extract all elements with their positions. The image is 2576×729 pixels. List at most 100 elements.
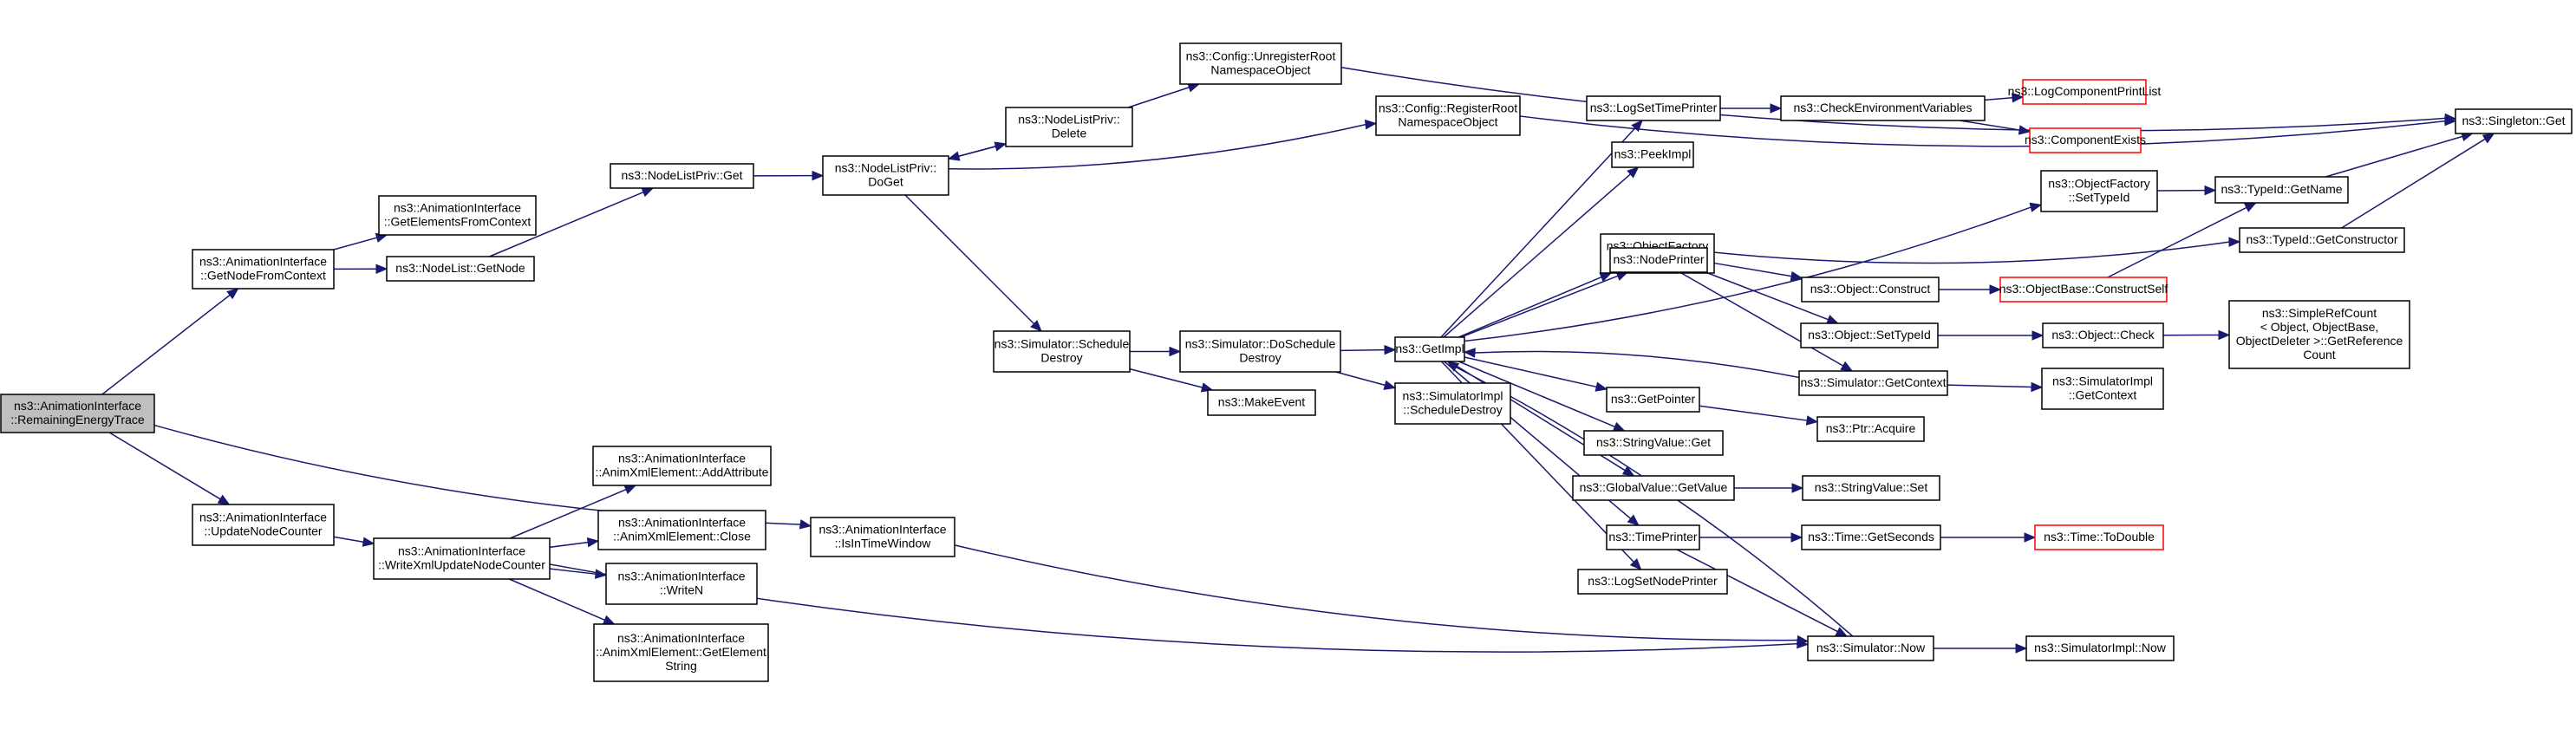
node-box <box>386 256 535 282</box>
arrowhead <box>362 537 375 547</box>
graph-edge <box>904 194 1035 325</box>
node-label: ns3::Object::Check <box>2051 328 2155 342</box>
node-box <box>605 563 758 605</box>
graph-node[interactable]: ns3::NodeListPriv::Get <box>610 163 754 189</box>
node-label: ns3::AnimationInterface <box>617 631 745 645</box>
graph-node[interactable]: ns3::TimePrinter <box>1606 524 1700 550</box>
arrowhead <box>812 170 825 181</box>
arrowhead <box>623 485 637 495</box>
graph-node[interactable]: ns3::PeekImpl <box>1611 141 1694 168</box>
node-label: ns3::MakeEvent <box>1218 395 1305 409</box>
graph-node[interactable]: ns3::NodeListPriv::DoGet <box>822 155 949 196</box>
node-label: ns3::Time::GetSeconds <box>1808 530 1934 543</box>
graph-edge <box>1713 262 1792 277</box>
graph-node[interactable]: ns3::Singleton::Get <box>2455 108 2573 134</box>
graph-node[interactable]: ns3::NodeList::GetNode <box>386 256 535 282</box>
graph-node[interactable]: ns3::StringValue::Get <box>1583 430 1724 456</box>
arrowhead <box>2029 202 2043 212</box>
arrowhead <box>1621 465 1635 477</box>
node-label: ns3::NodeListPriv:: <box>835 161 937 175</box>
node-box <box>1801 277 1940 303</box>
graph-node[interactable]: ns3::Config::UnregisterRootNamespaceObje… <box>1179 42 1342 85</box>
node-box <box>1999 277 2168 303</box>
graph-node[interactable]: ns3::GetImpl <box>1394 336 1465 362</box>
graph-node[interactable]: ns3::TypeId::GetConstructor <box>2239 227 2405 253</box>
graph-node[interactable]: ns3::SimpleRefCount< Object, ObjectBase,… <box>2228 300 2410 369</box>
graph-node[interactable]: ns3::AnimationInterface::AnimXmlElement:… <box>597 510 766 550</box>
graph-node[interactable]: ns3::AnimationInterface::AnimXmlElement:… <box>592 446 772 486</box>
arrowhead <box>1364 119 1378 130</box>
graph-node[interactable]: ns3::TypeId::GetName <box>2214 176 2349 204</box>
node-label: ns3::SimulatorImpl <box>1403 389 1503 403</box>
graph-edge <box>948 123 1366 170</box>
graph-node[interactable]: ns3::SimulatorImpl::ScheduleDestroy <box>1394 382 1511 425</box>
graph-node[interactable]: ns3::Simulator::Now <box>1807 635 1934 661</box>
graph-node[interactable]: ns3::AnimationInterface::GetNodeFromCont… <box>192 249 335 290</box>
node-label: ::GetNodeFromContext <box>200 269 326 283</box>
graph-node[interactable]: ns3::SimulatorImpl::Now <box>2025 635 2175 661</box>
graph-node[interactable]: ns3::NodePrinter <box>1609 247 1708 273</box>
node-box <box>593 623 769 682</box>
graph-node[interactable]: ns3::AnimationInterface::AnimXmlElement:… <box>593 623 769 682</box>
node-label: ns3::Simulator::DoSchedule <box>1185 337 1336 351</box>
arrowhead <box>1790 270 1803 282</box>
node-box <box>2040 170 2158 212</box>
graph-node[interactable]: ns3::Simulator::ScheduleDestroy <box>993 330 1131 373</box>
graph-edge <box>2107 206 2247 278</box>
arrowhead <box>602 615 616 625</box>
graph-node[interactable]: ns3::LogComponentPrintList <box>2008 79 2162 105</box>
graph-edge <box>333 237 377 251</box>
graph-node[interactable]: ns3::SimulatorImpl::GetContext <box>2041 368 2164 410</box>
graph-node[interactable]: ns3::AnimationInterface::RemainingEnergy… <box>0 394 155 433</box>
arrowhead <box>2228 237 2241 247</box>
graph-node[interactable]: ns3::LogSetTimePrinter <box>1586 95 1721 121</box>
node-label: ::UpdateNodeCounter <box>204 524 323 538</box>
graph-edge <box>1464 356 1597 388</box>
node-label: ns3::StringValue::Set <box>1815 480 1928 494</box>
arrowhead <box>1805 415 1819 426</box>
graph-node[interactable]: ns3::NodeListPriv::Delete <box>1005 107 1133 147</box>
graph-node[interactable]: ns3::GlobalValue::GetValue <box>1572 475 1735 501</box>
graph-node[interactable]: ns3::AnimationInterface::WriteXmlUpdateN… <box>373 537 551 580</box>
graph-edge <box>1335 371 1386 387</box>
node-label: ns3::AnimationInterface <box>14 399 141 413</box>
graph-node[interactable]: ns3::LogSetNodePrinter <box>1577 569 1728 595</box>
graph-node[interactable]: ns3::Ptr::Acquire <box>1816 416 1925 442</box>
graph-node[interactable]: ns3::GetPointer <box>1606 387 1700 413</box>
node-label: ns3::NodePrinter <box>1613 252 1704 266</box>
graph-node[interactable]: ns3::ObjectBase::ConstructSelf <box>1999 277 2168 303</box>
graph-node[interactable]: ns3::CheckEnvironmentVariables <box>1780 95 1986 121</box>
node-label: ns3::PeekImpl <box>1614 147 1692 161</box>
node-label: ns3::Time::ToDouble <box>2044 530 2155 543</box>
graph-node[interactable]: ns3::AnimationInterface::WriteN <box>605 563 758 605</box>
graph-node[interactable]: ns3::AnimationInterface::IsInTimeWindow <box>810 517 955 557</box>
arrowhead <box>2018 125 2031 135</box>
graph-node[interactable]: ns3::Object::Check <box>2042 322 2164 348</box>
graph-node[interactable]: ns3::Object::Construct <box>1801 277 1940 303</box>
graph-node[interactable]: ns3::Simulator::GetContext <box>1798 370 1948 396</box>
arrowhead <box>2444 115 2457 127</box>
node-label: ::AnimXmlElement::Close <box>613 530 751 543</box>
graph-node[interactable]: ns3::AnimationInterface::UpdateNodeCount… <box>192 504 335 546</box>
graph-node[interactable]: ns3::Object::SetTypeId <box>1800 322 1939 348</box>
graph-node[interactable]: ns3::MakeEvent <box>1207 389 1316 416</box>
graph-node[interactable]: ns3::StringValue::Set <box>1802 475 1940 501</box>
graph-node[interactable]: ns3::ObjectFactory::SetTypeId <box>2040 170 2158 212</box>
node-label: ns3::TimePrinter <box>1608 530 1698 543</box>
graph-edge <box>954 544 1798 641</box>
node-box <box>597 510 766 550</box>
node-label: ns3::AnimationInterface <box>199 255 327 269</box>
graph-node[interactable]: ns3::Time::GetSeconds <box>1801 524 1941 550</box>
graph-node[interactable]: ns3::ComponentExists <box>2025 127 2146 153</box>
node-label: ::GetElementsFromContext <box>384 215 532 229</box>
arrowhead <box>1631 120 1643 133</box>
graph-node[interactable]: ns3::AnimationInterface::GetElementsFrom… <box>378 195 537 236</box>
node-label: ns3::Singleton::Get <box>2462 114 2565 127</box>
graph-node[interactable]: ns3::Time::ToDouble <box>2034 524 2164 550</box>
node-box <box>1800 322 1939 348</box>
node-label: ns3::ObjectBase::ConstructSelf <box>1999 282 2168 296</box>
node-label: ns3::AnimationInterface <box>818 523 946 537</box>
